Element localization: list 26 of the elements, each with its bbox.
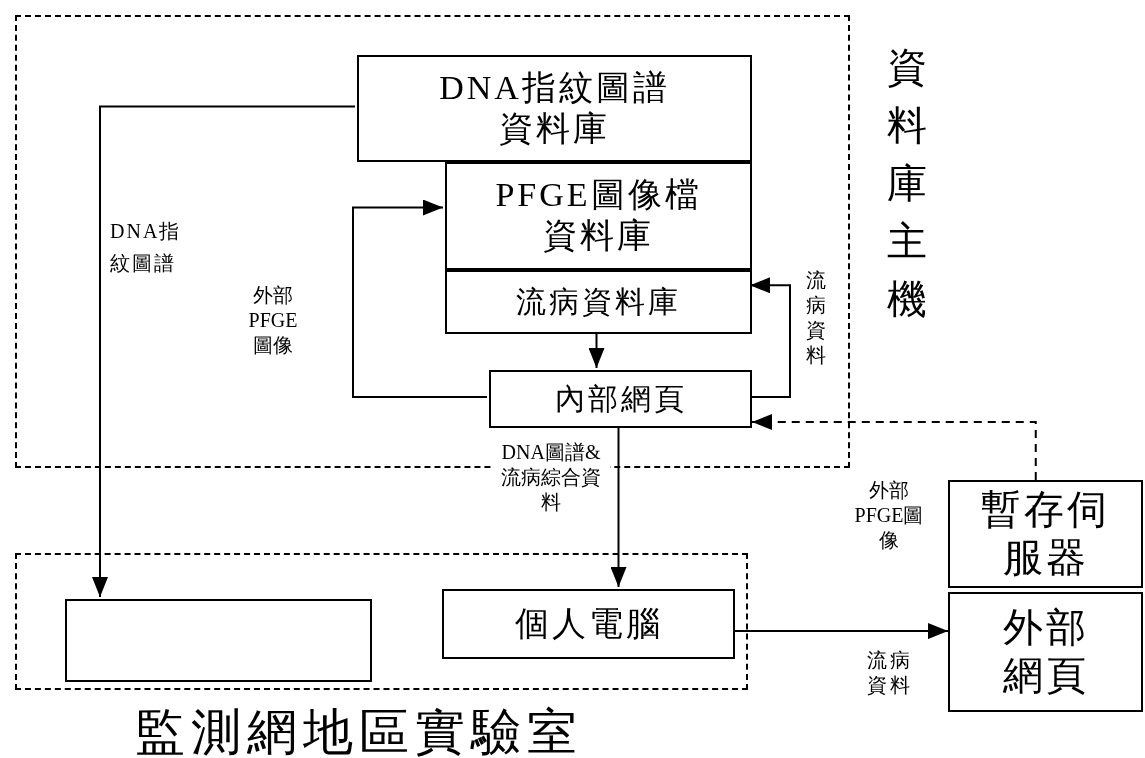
box-label: 內部網頁 xyxy=(553,381,688,417)
arrow xyxy=(732,623,949,640)
arrow xyxy=(749,277,791,398)
box-label: PFGE圖像檔資料庫 xyxy=(494,175,703,256)
arrow xyxy=(751,414,1037,481)
arrow xyxy=(352,199,488,398)
box-label: 流病資料庫 xyxy=(515,284,682,320)
arrow xyxy=(92,105,356,598)
group-heading: 監測網地區實驗室 xyxy=(135,703,583,758)
box-label: 外部網頁 xyxy=(1001,604,1090,700)
process-box xyxy=(445,162,752,270)
process-box xyxy=(357,55,752,162)
box-label: 暫存伺服器 xyxy=(980,486,1111,582)
edge-label: 流病資料 xyxy=(803,268,829,368)
arrow xyxy=(610,425,627,588)
process-box xyxy=(489,370,752,428)
empty-box xyxy=(65,599,372,682)
edge-label: DNA圖譜&流病綜合資料 xyxy=(492,440,610,515)
process-box xyxy=(445,270,752,334)
group-heading: 資料庫主機 xyxy=(886,44,928,324)
arrow xyxy=(588,331,605,369)
box-label: 個人電腦 xyxy=(513,603,664,644)
process-box xyxy=(442,589,735,659)
process-box xyxy=(948,592,1143,712)
box-label: DNA指紋圖譜資料庫 xyxy=(438,67,671,149)
process-box xyxy=(948,480,1143,588)
